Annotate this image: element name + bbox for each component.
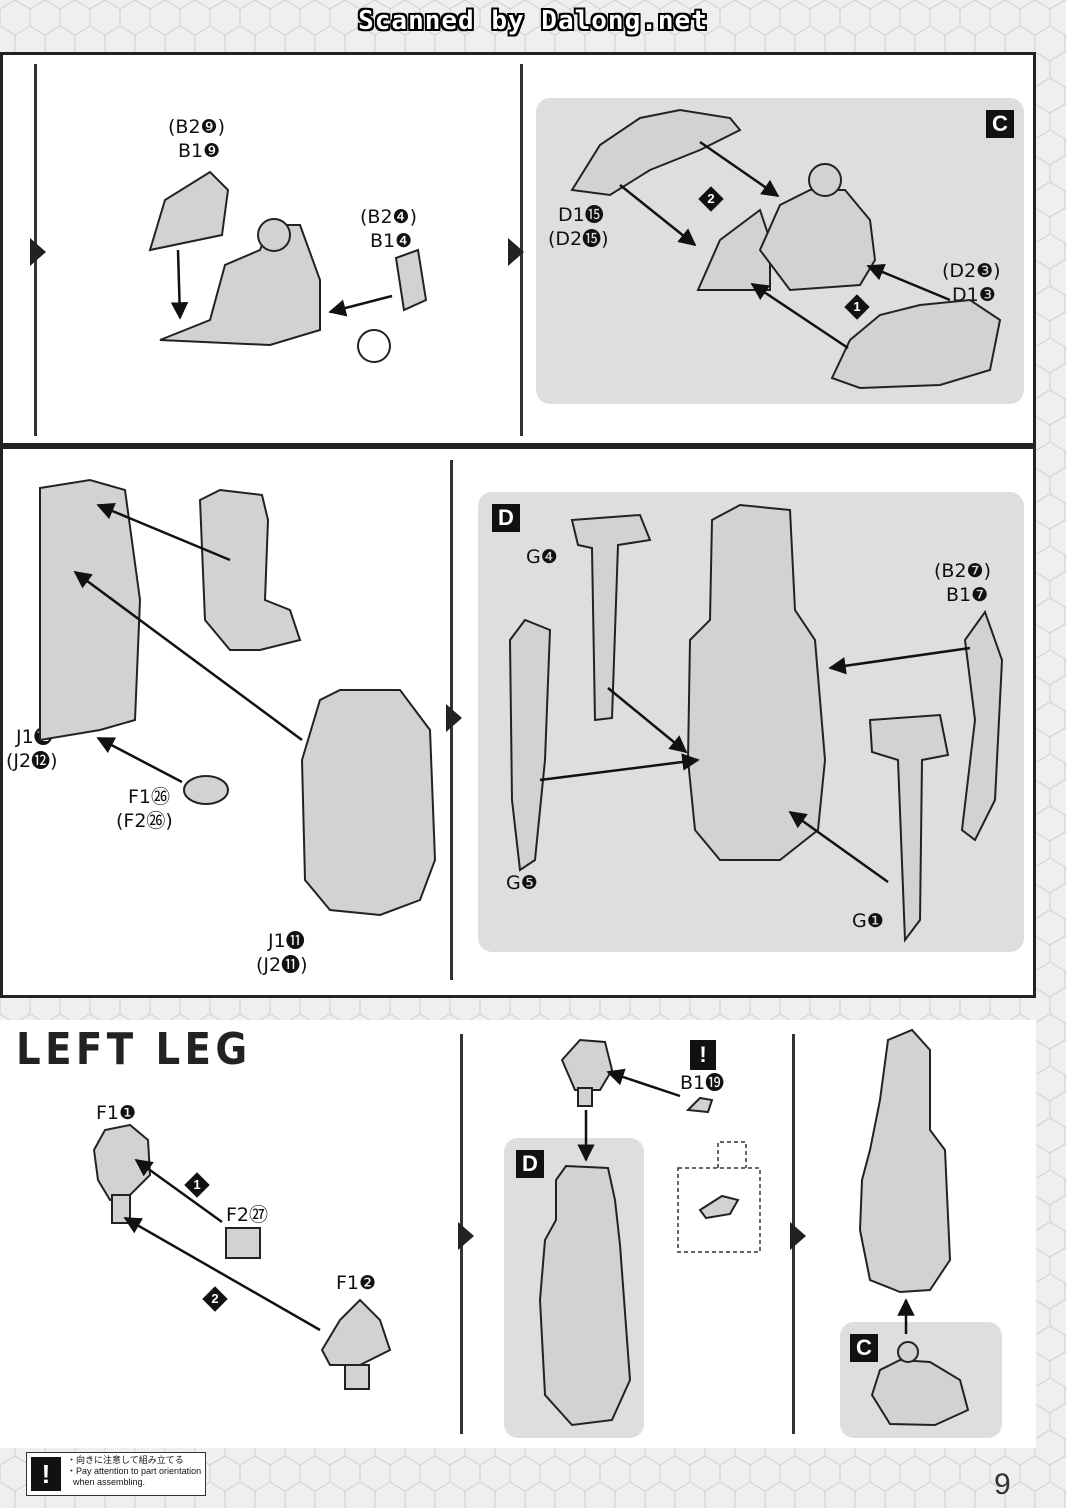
subassembly-c-ref-letter: C [850, 1334, 878, 1362]
label-b1-4: B1❹ [370, 230, 413, 252]
note-line-en-2: when assembling. [73, 1477, 146, 1487]
label-f1-1: F1❶ [96, 1102, 137, 1124]
subassembly-d-letter: D [492, 504, 520, 532]
label-b2-9: (B2❾) [168, 116, 225, 138]
caution-icon: ! [690, 1040, 716, 1070]
label-b2-4: (B2❹) [360, 206, 417, 228]
label-g5: G❺ [506, 872, 538, 894]
label-b2-7: (B2❼) [934, 560, 991, 582]
subassembly-d-ref-letter: D [516, 1150, 544, 1178]
step-arrow [790, 1222, 806, 1250]
label-d2-3: (D2❸) [942, 260, 1001, 282]
watermark: Scanned by Dalong.net [358, 6, 708, 36]
step-arrow [458, 1222, 474, 1250]
label-f1-2: F1❷ [336, 1272, 377, 1294]
label-f2-26: (F2㉖) [116, 810, 173, 832]
label-d2-15: (D2⓯) [548, 228, 609, 250]
label-b1-9: B1❾ [178, 140, 221, 162]
label-f1-26: F1㉖ [128, 786, 171, 808]
label-b1-19: B1⓳ [680, 1072, 725, 1094]
section-title: LEFT LEG [16, 1024, 252, 1075]
note-line-jp: ・向きに注意して組み立てる [67, 1455, 184, 1465]
page-number: 9 [994, 1468, 1011, 1501]
label-g1: G❶ [852, 910, 884, 932]
label-b1-7: B1❼ [946, 584, 989, 606]
label-j2-11: (J2⓫) [256, 954, 308, 976]
step-arrow [446, 704, 462, 732]
step-arrow [508, 238, 524, 266]
caution-text: ・向きに注意して組み立てる ・Pay attention to part ori… [67, 1455, 201, 1488]
label-f2-27: F2㉗ [226, 1204, 269, 1226]
label-d1-15: D1⓯ [558, 204, 604, 226]
label-j1-11: J1⓫ [268, 930, 305, 952]
caution-note: ! ・向きに注意して組み立てる ・Pay attention to part o… [26, 1452, 206, 1496]
step-arrow [30, 238, 46, 266]
exclamation-icon: ! [31, 1457, 61, 1491]
label-g4: G❹ [526, 546, 558, 568]
label-j2-12: (J2⓬) [6, 750, 58, 772]
note-line-en-1: ・Pay attention to part orientation [67, 1466, 202, 1476]
subassembly-c-letter: C [986, 110, 1014, 138]
